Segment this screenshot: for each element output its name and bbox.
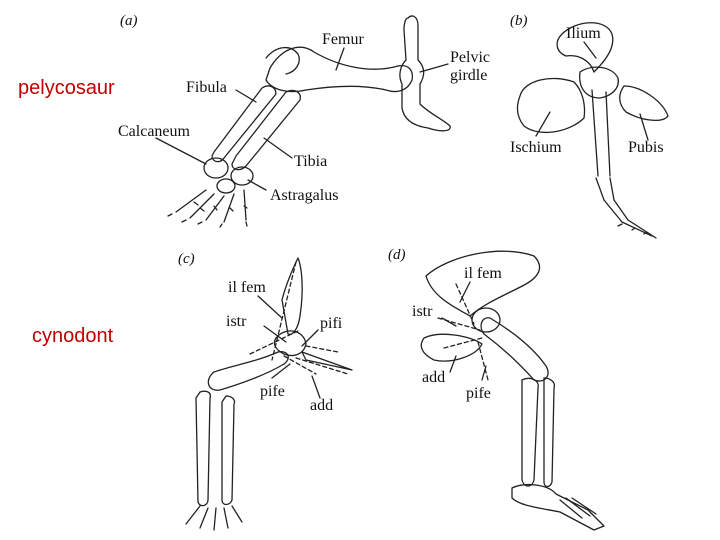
calcaneum-label: Calcaneum xyxy=(118,123,190,140)
leader-lines-d xyxy=(441,281,487,381)
il-fem-label-d: il fem xyxy=(464,265,502,282)
tibia-bone-c xyxy=(195,390,212,507)
foot-digits-a xyxy=(167,189,248,228)
femur-bone-c xyxy=(207,351,289,391)
ischium-bone-b xyxy=(516,77,586,134)
ischium-bone-d xyxy=(420,333,483,362)
pelycosaur-label: pelycosaur xyxy=(18,77,115,99)
muscle-lines-d xyxy=(437,283,489,381)
tibia-bone-d xyxy=(521,377,539,487)
pelvic-girdle-a xyxy=(399,15,451,132)
pelvic-label: Pelvic xyxy=(450,49,490,66)
il-fem-muscle-c xyxy=(271,261,297,361)
leader-fibula xyxy=(235,89,257,103)
leader-lines-c xyxy=(257,295,321,399)
leader-ilium xyxy=(583,41,597,59)
girdle-label: girdle xyxy=(450,67,488,84)
tarsal-bone-a xyxy=(216,178,236,194)
pife-label-c: pife xyxy=(260,383,285,400)
pife-muscle-d xyxy=(477,341,489,381)
femur-bone-a xyxy=(265,46,414,93)
femur-bone-d xyxy=(480,317,549,382)
add-muscle-d xyxy=(443,337,483,349)
acetabulum-d xyxy=(471,307,501,333)
acetabulum-b xyxy=(579,66,619,99)
femur-label: Femur xyxy=(322,31,364,48)
foot-bones-b xyxy=(603,199,657,239)
add-label-c: add xyxy=(310,397,334,414)
leader-lines-ab xyxy=(155,41,649,191)
ilium-bone-d xyxy=(425,250,541,317)
ischium-label: Ischium xyxy=(510,139,562,156)
fibula-bone-d xyxy=(543,377,556,488)
leader-ischium xyxy=(535,111,551,137)
femur-head-a xyxy=(265,47,300,75)
pubis-bone-b xyxy=(619,85,669,122)
il-fem-muscle-d xyxy=(455,283,475,325)
leader-calcaneum xyxy=(155,137,207,165)
foot-bones-c xyxy=(185,505,243,531)
tibia-bone-a xyxy=(231,89,301,171)
femur-bone-b xyxy=(591,89,611,177)
add-label-d: add xyxy=(422,369,446,386)
il-fem-label-c: il fem xyxy=(228,279,266,296)
istr-muscle-c xyxy=(249,329,301,355)
foot-joints-a xyxy=(193,201,248,212)
panel-a-label: (a) xyxy=(120,13,138,29)
pubis-label: Pubis xyxy=(628,139,664,156)
fibula-bone-a xyxy=(211,85,277,163)
istr-label-d: istr xyxy=(412,303,433,320)
ilium-bone-c xyxy=(281,257,303,336)
leader-pelvic-girdle xyxy=(419,63,449,73)
pifi-muscle-c xyxy=(305,345,339,353)
ilium-bone-b xyxy=(556,22,614,73)
ilium-label: Ilium xyxy=(566,25,601,42)
panel-a-pelycosaur-hindlimb xyxy=(167,15,451,228)
cynodont-label: cynodont xyxy=(32,325,114,347)
pifi-label-c: pifi xyxy=(320,315,343,332)
panel-c-cynodont-hindlimb xyxy=(185,257,353,531)
astragalus-bone-a xyxy=(230,166,254,186)
foot-bones-d xyxy=(511,483,605,531)
panel-c-label: (c) xyxy=(178,251,195,267)
lower-leg-bones-b xyxy=(595,177,615,201)
panel-b-pelycosaur-pelvis xyxy=(516,22,669,239)
add-muscle-c xyxy=(295,357,349,375)
leader-pubis xyxy=(639,113,649,141)
panel-d-cynodont-pelvis xyxy=(420,250,605,531)
pife-label-d: pife xyxy=(466,385,491,402)
calcaneum-bone-a xyxy=(203,157,229,179)
panel-d-label: (d) xyxy=(388,247,406,263)
fibula-label: Fibula xyxy=(186,79,227,96)
istr-label-c: istr xyxy=(226,313,247,330)
muscle-lines-c xyxy=(249,261,349,375)
foot-toes-d xyxy=(559,497,597,519)
leader-femur xyxy=(335,47,345,71)
fibula-bone-c xyxy=(221,395,236,506)
panel-b-label: (b) xyxy=(510,13,528,29)
tibia-label: Tibia xyxy=(294,153,328,170)
astragalus-label: Astragalus xyxy=(270,187,339,204)
leader-astragalus xyxy=(247,179,267,191)
pubis-ischium-c xyxy=(301,351,353,371)
leader-tibia xyxy=(263,137,293,159)
pife-muscle-c xyxy=(283,355,317,375)
